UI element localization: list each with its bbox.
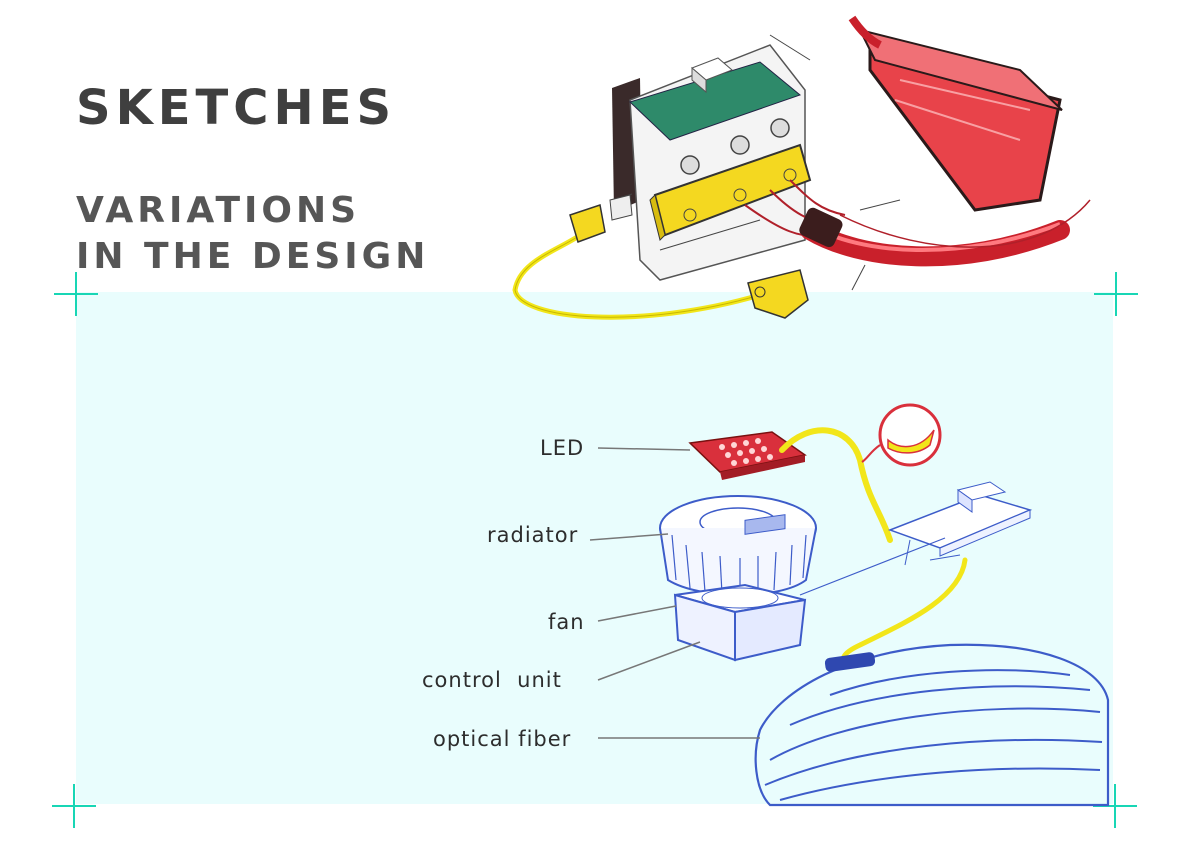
- page-subtitle: VARIATIONS IN THE DESIGN: [76, 188, 429, 280]
- registration-mark-bottom-right: [1093, 784, 1137, 828]
- control-box-sketch: [512, 15, 1091, 320]
- registration-mark-top-left: [54, 272, 98, 316]
- label-radiator: radiator: [487, 523, 579, 547]
- label-fan: fan: [548, 610, 585, 634]
- label-optical-fiber: optical fiber: [433, 727, 572, 751]
- page-title: SKETCHES: [76, 80, 397, 136]
- label-led: LED: [540, 436, 585, 460]
- subtitle-line-2: IN THE DESIGN: [76, 236, 430, 277]
- label-control-unit: control unit: [422, 668, 562, 692]
- registration-mark-bottom-left: [52, 784, 96, 828]
- registration-mark-top-right: [1094, 272, 1138, 316]
- exploded-lamp-sketch: [589, 403, 1110, 807]
- subtitle-line-1: VARIATIONS: [76, 190, 361, 231]
